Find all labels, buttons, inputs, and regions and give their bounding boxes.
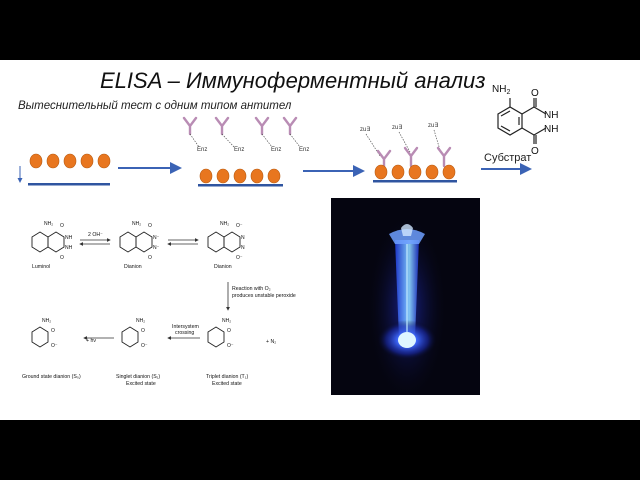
triplet-state-label: Triplet dianion (T₁) bbox=[206, 374, 248, 380]
step3-enzyme-links bbox=[365, 129, 441, 157]
atom-label: NH₂ bbox=[42, 318, 51, 324]
luminol-nh-1: NH bbox=[544, 110, 558, 121]
step2-plate bbox=[198, 184, 283, 187]
atom-label: O⁻ bbox=[141, 343, 148, 349]
enzyme-label: Enz bbox=[197, 147, 207, 153]
atom-label: N bbox=[241, 245, 245, 251]
atom-label: N⁻ bbox=[153, 235, 160, 241]
atom-label: NH₂ bbox=[44, 221, 53, 227]
enzyme-label: Enz bbox=[299, 147, 309, 153]
step3-beads bbox=[374, 164, 456, 180]
singlet-state-label: Singlet dianion (S₁) bbox=[116, 374, 160, 380]
atom-label: O bbox=[227, 328, 231, 334]
atom-label: O⁻ bbox=[227, 343, 234, 349]
intersystem-text: crossing bbox=[175, 330, 194, 336]
atom-label: NH₂ bbox=[132, 221, 141, 227]
atom-label: O bbox=[141, 328, 145, 334]
step1-plate bbox=[28, 183, 110, 186]
step1-beads bbox=[29, 153, 111, 169]
ground-state-label: Ground state dianion (S₀) bbox=[22, 374, 81, 380]
atom-label: NH₂ bbox=[222, 318, 231, 324]
atom-label: O bbox=[60, 255, 64, 261]
luminol-structure: NH2 O NH NH O bbox=[492, 84, 558, 157]
dianion-label: Dianion bbox=[214, 264, 232, 270]
atom-label: O⁻ bbox=[236, 255, 243, 261]
intersystem-text: Intersystem bbox=[172, 324, 199, 330]
chemiluminescence-photo bbox=[331, 198, 480, 403]
luminol-nh-2: NH bbox=[544, 124, 558, 135]
atom-label: O⁻ bbox=[51, 343, 58, 349]
atom-label: NH₂ bbox=[136, 318, 145, 324]
step1-reagent: 2 OH⁻ bbox=[88, 232, 103, 238]
atom-label: O bbox=[51, 328, 55, 334]
luminol-label: Luminol bbox=[32, 264, 50, 270]
slide: ELISA – Иммуноферментный анализ Вытеснит… bbox=[0, 60, 640, 420]
atom-label: O⁻ bbox=[236, 223, 243, 229]
atom-label: O bbox=[148, 223, 152, 229]
dianion-label: Dianion bbox=[124, 264, 142, 270]
slide-subtitle: Вытеснительный тест с одним типом антите… bbox=[18, 100, 292, 112]
atom-label: N⁻ bbox=[153, 245, 160, 251]
product-label: zu∃ bbox=[428, 122, 438, 129]
molecule-rings bbox=[31, 231, 241, 348]
step3-plate bbox=[373, 180, 457, 183]
luminol-o-top: O bbox=[531, 88, 539, 99]
atom-label: N bbox=[241, 235, 245, 241]
atom-label: NH bbox=[65, 245, 73, 251]
glowing-tube-image bbox=[367, 213, 447, 403]
oxygen-reaction-text: produces unstable peroxide bbox=[232, 293, 296, 299]
plus-n2: + N₂ bbox=[266, 339, 276, 345]
slide-title: ELISA – Иммуноферментный анализ bbox=[100, 68, 486, 93]
singlet-state-sub: Excited state bbox=[126, 381, 156, 387]
elisa-steps-diagram: Enz Enz Enz Enz zu∃ zu∃ zu∃ bbox=[17, 116, 532, 187]
product-label: zu∃ bbox=[360, 126, 370, 133]
plus-hv: + hν bbox=[86, 338, 96, 344]
enzyme-label: Enz bbox=[271, 147, 281, 153]
substrate-label: Субстрат bbox=[484, 152, 532, 164]
step2-beads bbox=[199, 168, 281, 184]
step2-enzyme-links bbox=[189, 133, 301, 148]
step2-antibodies bbox=[182, 116, 298, 136]
enzyme-label: Enz bbox=[234, 147, 244, 153]
atom-label: O bbox=[60, 223, 64, 229]
atom-label: NH bbox=[65, 235, 73, 241]
oxygen-reaction-text: Reaction with O₂ bbox=[232, 286, 271, 292]
luminol-reaction-scheme: NH₂ O NH NH O NH₂ O N⁻ N⁻ O NH₂ O⁻ N N O… bbox=[22, 221, 296, 387]
atom-label: NH₂ bbox=[220, 221, 229, 227]
luminol-nh2-label: NH2 bbox=[492, 84, 510, 96]
step3-antibodies bbox=[376, 146, 452, 169]
luminol-o-bottom: O bbox=[531, 146, 539, 157]
triplet-state-sub: Excited state bbox=[212, 381, 242, 387]
atom-label: O bbox=[148, 255, 152, 261]
product-label: zu∃ bbox=[392, 124, 402, 131]
